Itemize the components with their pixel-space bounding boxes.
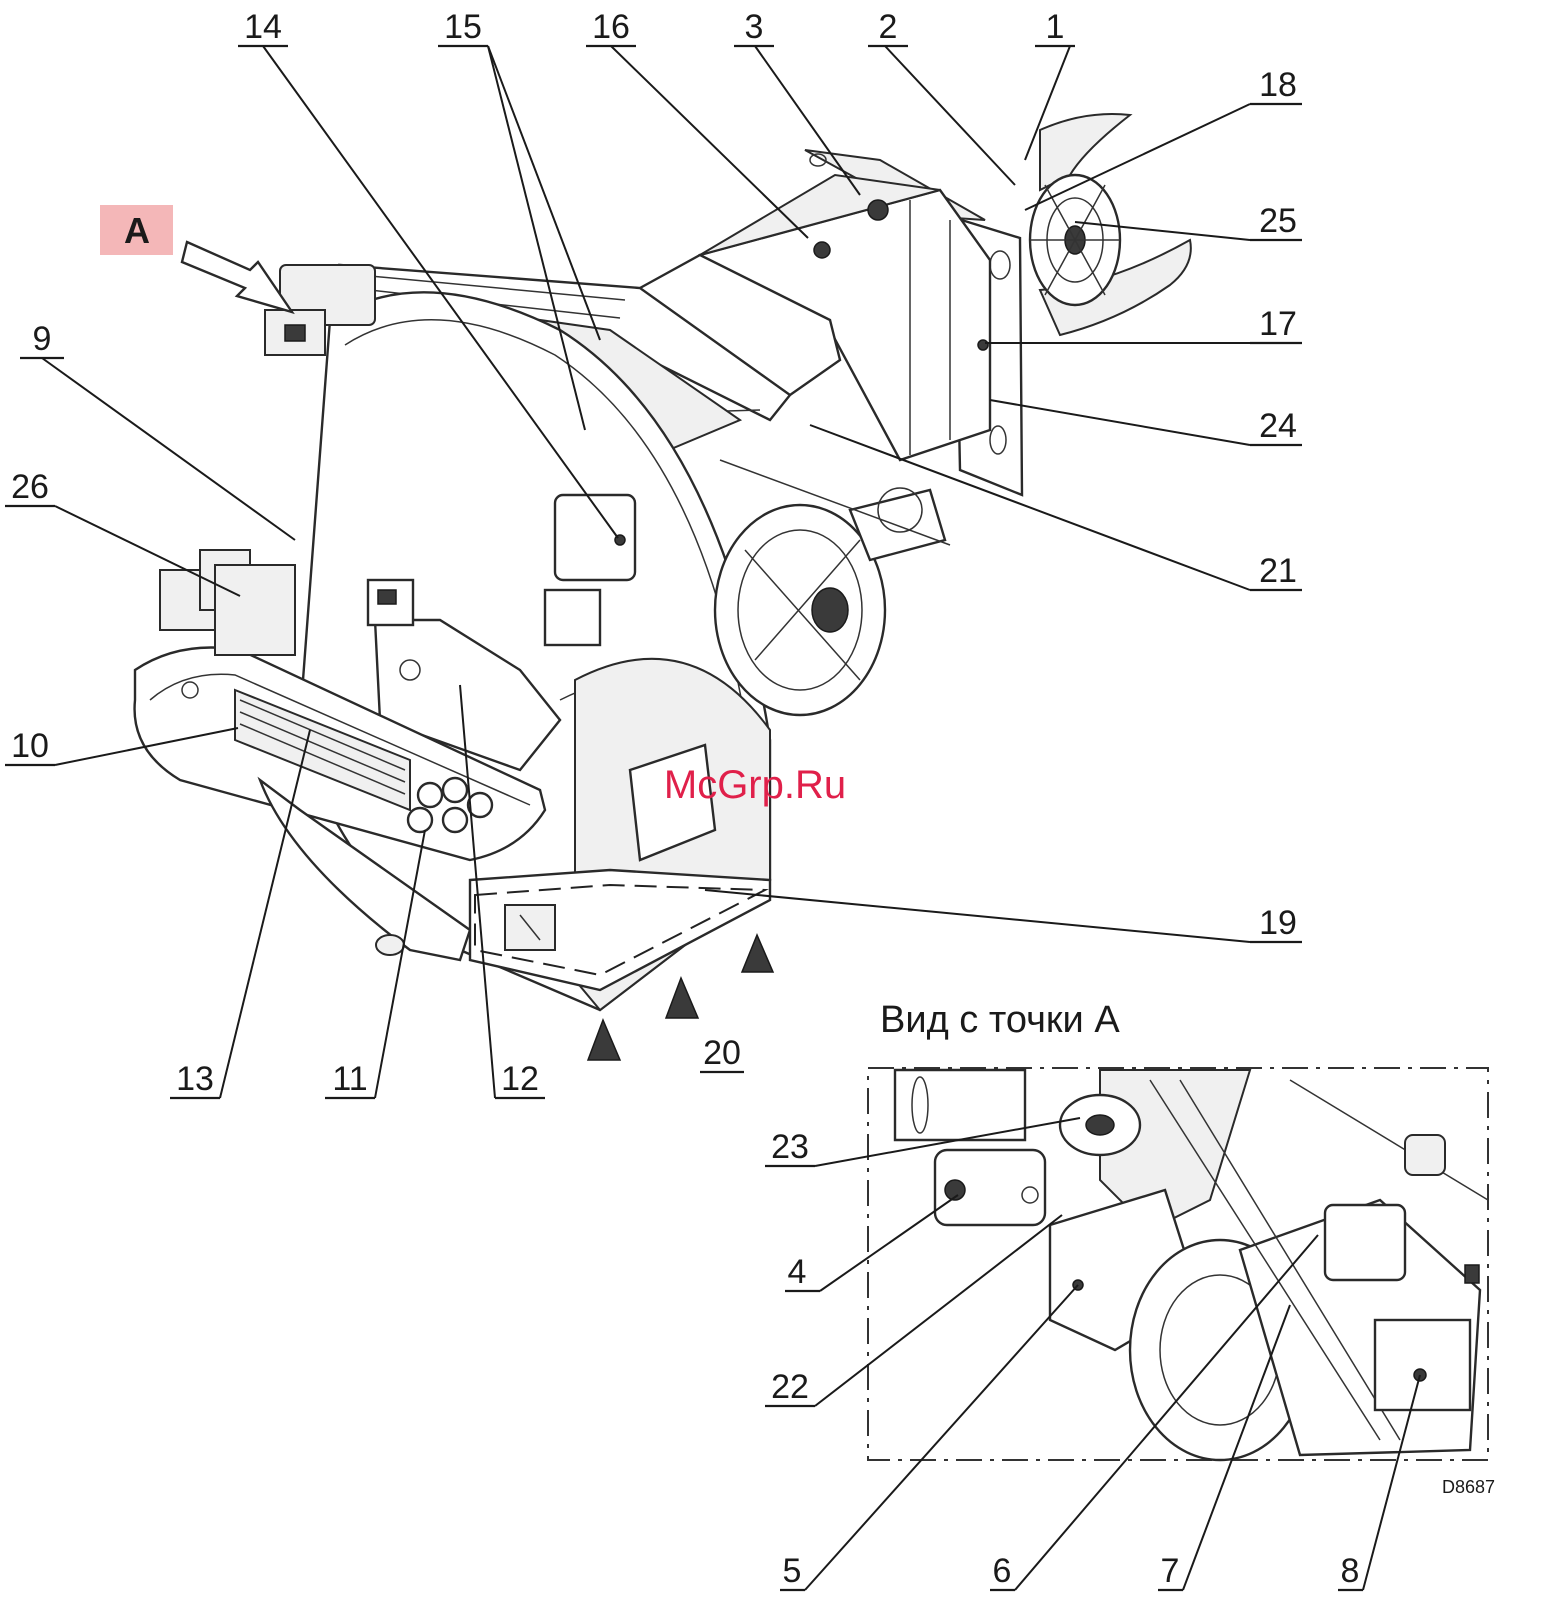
callout-19: 19 (705, 890, 1302, 942)
callout-22: 22 (765, 1215, 1062, 1406)
callout-20: 20 (700, 1034, 744, 1072)
svg-text:8: 8 (1341, 1552, 1360, 1590)
svg-text:22: 22 (771, 1368, 809, 1406)
view-a-inset (868, 1068, 1488, 1460)
svg-text:17: 17 (1259, 305, 1297, 343)
drawing-code: D8687 (1442, 1477, 1495, 1497)
view-marker-label: A (124, 210, 150, 251)
callout-16: 16 (586, 8, 808, 238)
svg-text:2: 2 (879, 8, 898, 46)
svg-text:3: 3 (745, 8, 764, 46)
svg-text:15: 15 (444, 8, 482, 46)
air-pressure-switch (545, 590, 600, 645)
view-title: Вид с точки A (880, 999, 1120, 1041)
view-a-illustration (895, 1070, 1488, 1460)
svg-text:25: 25 (1259, 202, 1297, 240)
svg-text:13: 13 (176, 1060, 214, 1098)
callout-5: 5 (780, 1285, 1078, 1590)
svg-text:9: 9 (33, 320, 52, 358)
svg-text:4: 4 (788, 1253, 807, 1291)
svg-text:7: 7 (1161, 1552, 1180, 1590)
svg-text:26: 26 (11, 468, 49, 506)
callout-17: 17 (985, 305, 1302, 343)
svg-text:5: 5 (783, 1552, 802, 1590)
triangle-marker-icon (588, 1020, 620, 1060)
callout-4: 4 (785, 1195, 958, 1291)
callout-24: 24 (990, 400, 1302, 445)
reset-button-icon (378, 590, 396, 604)
svg-text:14: 14 (244, 8, 282, 46)
svg-text:1: 1 (1046, 8, 1065, 46)
svg-text:11: 11 (332, 1060, 367, 1098)
air-damper-mechanism (715, 460, 950, 715)
watermark: McGrp.Ru (664, 763, 846, 807)
svg-text:20: 20 (703, 1034, 741, 1072)
arrow-right-down-icon (182, 242, 292, 312)
svg-text:24: 24 (1259, 407, 1297, 445)
svg-text:16: 16 (592, 8, 630, 46)
callout-3: 3 (734, 8, 860, 195)
svg-text:6: 6 (993, 1552, 1012, 1590)
svg-text:12: 12 (501, 1060, 539, 1098)
svg-text:10: 10 (11, 727, 49, 765)
switch-icon (285, 325, 305, 341)
svg-text:23: 23 (771, 1128, 809, 1166)
svg-text:19: 19 (1259, 904, 1297, 942)
triangle-marker-icon (742, 935, 773, 972)
combustion-head (1030, 114, 1191, 335)
callout-2: 2 (868, 8, 1015, 185)
cable-gland (408, 808, 432, 832)
view-marker-a: A (100, 205, 173, 255)
svg-text:21: 21 (1259, 552, 1297, 590)
triangle-marker-icon (666, 978, 698, 1018)
svg-text:18: 18 (1259, 66, 1297, 104)
burner-illustration (135, 114, 1191, 1060)
callout-9: 9 (20, 320, 295, 540)
